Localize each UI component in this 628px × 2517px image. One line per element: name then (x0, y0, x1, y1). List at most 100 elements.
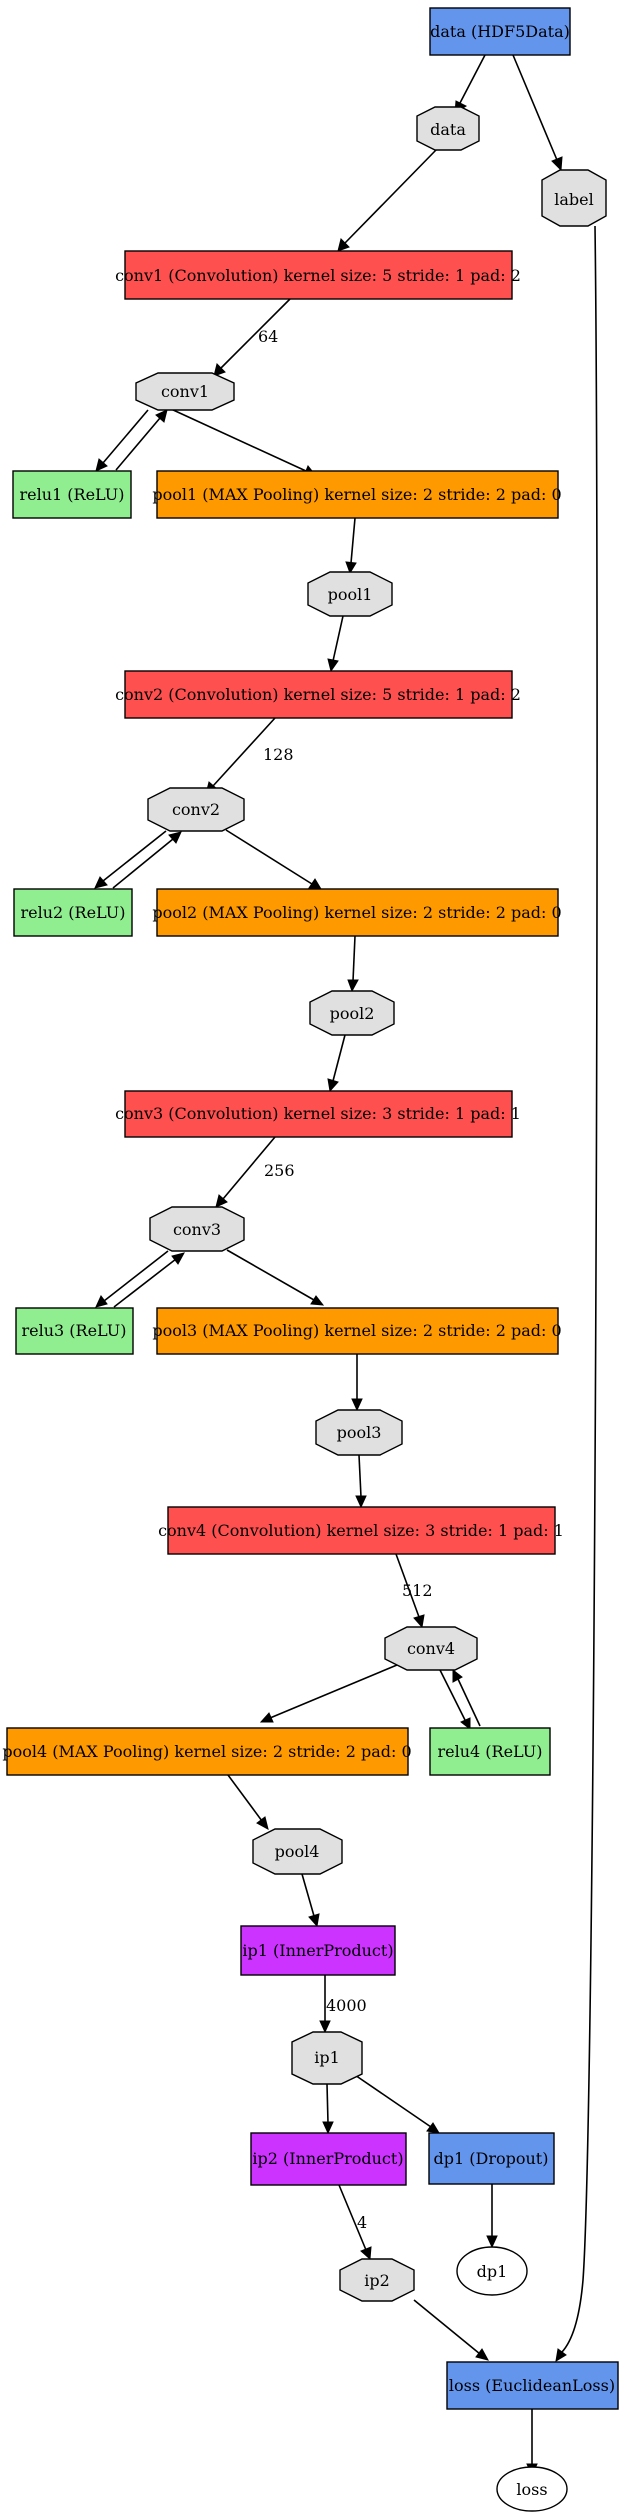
edge-conv4-blob-to-relu4 (439, 1669, 471, 1731)
blob-node-ip2[interactable]: ip2 (339, 2258, 415, 2302)
layer-box-relu4 (429, 1727, 551, 1776)
layer-label-relu3: relu3 (ReLU) (21, 1321, 126, 1340)
layer-node-pool3[interactable]: pool3 (MAX Pooling) kernel size: 2 strid… (152, 1307, 562, 1355)
layer-box-conv2 (124, 670, 513, 719)
layer-node-pool2[interactable]: pool2 (MAX Pooling) kernel size: 2 strid… (152, 888, 562, 937)
blob-node-conv4[interactable]: conv4 (384, 1626, 478, 1671)
layer-box-pool3 (156, 1307, 559, 1355)
layer-label-conv2: conv2 (Convolution) kernel size: 5 strid… (115, 685, 521, 704)
layer-node-pool4[interactable]: pool4 (MAX Pooling) kernel size: 2 strid… (2, 1727, 412, 1776)
blob-shape-conv3 (149, 1206, 245, 1252)
edge-pool1-layer-to-pool1-blob (345, 517, 357, 575)
blob-node-pool1[interactable]: pool1 (307, 571, 393, 617)
edge-pool4-blob-to-ip1-layer (301, 1873, 320, 1928)
layer-node-pool1[interactable]: pool1 (MAX Pooling) kernel size: 2 strid… (152, 470, 562, 519)
edge-pool2-blob-to-conv3-layer (327, 1034, 346, 1093)
layer-node-conv3[interactable]: conv3 (Convolution) kernel size: 3 strid… (115, 1090, 521, 1138)
layer-box-pool4 (6, 1727, 409, 1776)
layer-node-ip2[interactable]: ip2 (InnerProduct) (250, 2132, 407, 2186)
blob-shape-pool4 (252, 1828, 343, 1875)
layer-label-relu4: relu4 (ReLU) (437, 1742, 542, 1761)
layer-node-dp1[interactable]: dp1 (Dropout) (428, 2132, 555, 2185)
edge-conv1-blob-to-pool1-layer (170, 408, 318, 477)
edge-ip1-blob-to-dp1-layer (351, 2072, 440, 2134)
edge-conv3-blob-to-relu3 (95, 1250, 169, 1308)
edge-pool3-blob-to-conv4-layer (355, 1454, 367, 1509)
edge-pool4-layer-to-pool4-blob (227, 1774, 269, 1830)
blob-shape-dp1 (456, 2246, 528, 2296)
layer-node-data[interactable]: data (HDF5Data) (429, 7, 571, 56)
edge-relu1-to-conv1-blob (115, 409, 168, 471)
layer-node-relu3[interactable]: relu3 (ReLU) (15, 1307, 134, 1355)
layer-box-data (429, 7, 571, 56)
edge-relu4-to-conv4-blob (452, 1668, 481, 1727)
edge-conv4-blob-to-pool4-layer (259, 1664, 398, 1723)
blob-node-loss[interactable]: loss (496, 2466, 568, 2512)
blob-node-conv2[interactable]: conv2 (147, 787, 245, 832)
layer-node-conv2[interactable]: conv2 (Convolution) kernel size: 5 strid… (115, 670, 521, 719)
edge-label-ip1-out: 4000 (326, 1996, 367, 2015)
blob-label-pool1: pool1 (328, 585, 373, 604)
layer-node-relu4[interactable]: relu4 (ReLU) (429, 1727, 551, 1776)
layer-label-conv4: conv4 (Convolution) kernel size: 3 strid… (158, 1521, 564, 1540)
layer-label-conv3: conv3 (Convolution) kernel size: 3 strid… (115, 1104, 521, 1123)
layer-node-conv4[interactable]: conv4 (Convolution) kernel size: 3 strid… (158, 1506, 564, 1555)
edge-pool1-blob-to-conv2-layer (327, 615, 344, 673)
edge-pool3-layer-to-pool3-blob (351, 1354, 363, 1412)
edge-conv4-layer-to-conv4-blob (395, 1553, 425, 1629)
blob-label-label: label (554, 190, 593, 209)
layer-node-relu1[interactable]: relu1 (ReLU) (12, 470, 132, 519)
blob-node-label[interactable]: label (541, 169, 607, 227)
blob-node-ip1[interactable]: ip1 (291, 2031, 363, 2085)
edge-conv1-blob-to-relu1 (95, 409, 149, 472)
edge-data-layer-to-data-blob (454, 54, 486, 114)
layer-node-ip1[interactable]: ip1 (InnerProduct) (240, 1925, 396, 1976)
blob-shape-ip2 (339, 2258, 415, 2302)
layer-box-dp1 (428, 2132, 555, 2185)
layer-label-dp1: dp1 (Dropout) (434, 2149, 549, 2168)
blob-node-conv1[interactable]: conv1 (135, 372, 235, 411)
blob-node-conv3[interactable]: conv3 (149, 1206, 245, 1252)
layer-box-pool1 (156, 470, 559, 519)
layer-box-conv3 (124, 1090, 513, 1138)
edge-conv2-blob-to-relu2 (94, 830, 167, 889)
blob-node-pool3[interactable]: pool3 (315, 1409, 403, 1456)
blob-label-data: data (430, 120, 466, 139)
edge-ip1-layer-to-ip1-blob (319, 1975, 331, 2034)
layer-label-pool4: pool4 (MAX Pooling) kernel size: 2 strid… (2, 1742, 411, 1761)
blob-shape-pool2 (309, 990, 395, 1036)
layer-box-ip1 (240, 1925, 396, 1976)
blob-shape-pool3 (315, 1409, 403, 1456)
layer-label-ip2: ip2 (InnerProduct) (252, 2149, 403, 2168)
blob-node-pool2[interactable]: pool2 (309, 990, 395, 1036)
blob-shape-conv1 (135, 372, 235, 411)
edge-conv1-layer-to-conv1-blob (213, 298, 291, 377)
layer-node-conv1[interactable]: conv1 (Convolution) kernel size: 5 strid… (115, 250, 521, 300)
edge-dp1-layer-to-dp1-blob (486, 2184, 498, 2249)
blob-label-conv4: conv4 (407, 1639, 455, 1658)
layer-box-conv1 (124, 250, 513, 300)
layer-node-loss[interactable]: loss (EuclideanLoss) (446, 2361, 619, 2410)
blob-label-ip1: ip1 (314, 2048, 340, 2067)
edge-loss-layer-to-loss-blob (526, 2409, 538, 2477)
blob-label-ip2: ip2 (364, 2271, 390, 2290)
nodes: data (HDF5Data) data label conv1 (Convol… (2, 7, 619, 2512)
layer-label-ip1: ip1 (InnerProduct) (242, 1941, 393, 1960)
blob-node-dp1[interactable]: dp1 (456, 2246, 528, 2296)
blob-node-pool4[interactable]: pool4 (252, 1828, 343, 1875)
edge-conv3-layer-to-conv3-blob (215, 1136, 276, 1208)
layer-box-relu3 (15, 1307, 134, 1355)
edge-label-ip2-out: 4 (357, 2213, 367, 2232)
layer-node-relu2[interactable]: relu2 (ReLU) (13, 888, 133, 937)
blob-shape-data (416, 106, 480, 151)
layer-label-pool3: pool3 (MAX Pooling) kernel size: 2 strid… (152, 1321, 561, 1340)
edge-conv3-blob-to-pool3-layer (226, 1249, 325, 1306)
edge-ip1-blob-to-ip2-layer (322, 2083, 334, 2135)
edge-label-blob-to-loss-layer (555, 225, 598, 2362)
edge-label-conv2-out: 128 (263, 745, 294, 764)
layer-label-pool2: pool2 (MAX Pooling) kernel size: 2 strid… (152, 903, 561, 922)
blob-node-data[interactable]: data (416, 106, 480, 151)
layer-box-relu1 (12, 470, 132, 519)
edge-relu2-to-conv2-blob (112, 831, 182, 889)
